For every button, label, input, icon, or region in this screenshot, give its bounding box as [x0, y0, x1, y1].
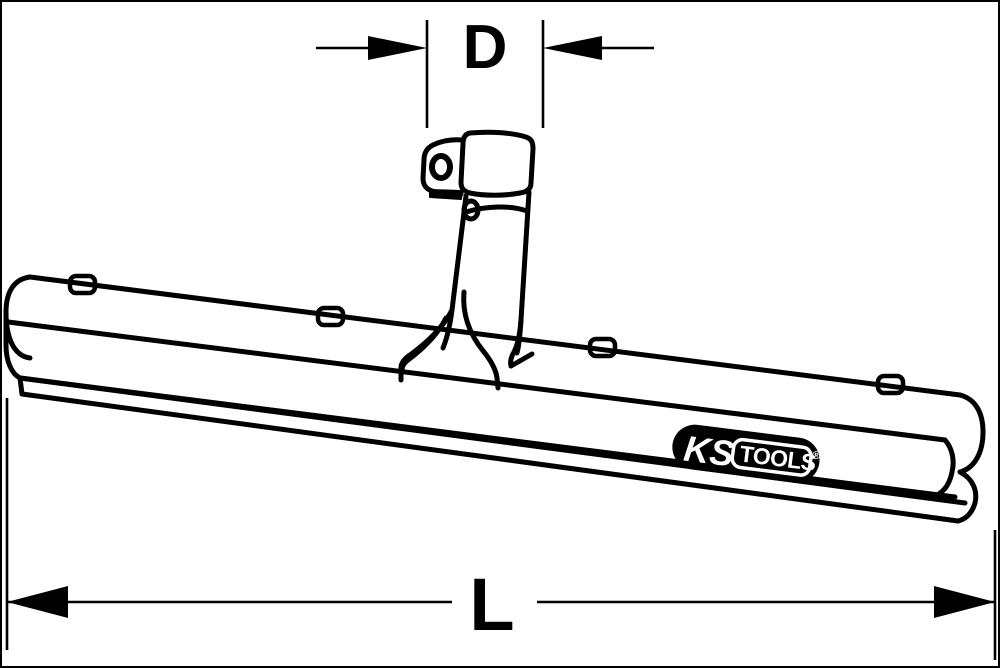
logo-ks-text: KS [682, 427, 737, 474]
blade-clip-1 [67, 273, 98, 296]
blade-left-bottom-connector [17, 375, 25, 397]
logo-tools-box [730, 437, 813, 477]
socket-base-leg-center [461, 289, 500, 381]
l-arrow-right [537, 586, 995, 618]
dimension-d: D [316, 13, 654, 128]
blade-right-cap-lower [955, 469, 979, 524]
socket-base-leg-right [508, 317, 524, 369]
blade-clip-3 [587, 336, 618, 359]
blade-clip-4 [875, 373, 906, 396]
socket-shaft-band [463, 204, 530, 215]
socket-bracket-shadow [429, 189, 463, 200]
socket-foot-right [494, 375, 501, 391]
blade-clips [67, 273, 906, 396]
blade-top-edge [27, 274, 963, 398]
ks-tools-logo: KS TOOLS ® [672, 424, 821, 483]
d-arrow-right [543, 36, 654, 60]
blade-band-edge [5, 319, 948, 443]
logo-registered-mark: ® [811, 449, 821, 462]
dimension-d-label: D [463, 13, 508, 82]
socket-pin-hole [461, 198, 481, 222]
l-arrow-left [7, 586, 452, 618]
logo-badge-background [672, 424, 820, 483]
socket-foot-cross [508, 351, 535, 369]
blade-right-cap-upper [957, 392, 986, 475]
d-arrow-left [316, 36, 427, 60]
blade-lower-front [17, 375, 968, 506]
socket-collar [458, 129, 536, 198]
blade-bottom-face [19, 391, 961, 524]
dimension-l-label: L [469, 563, 514, 646]
socket-eyelet-hole [429, 153, 453, 181]
blade-right-cap-inner [937, 437, 956, 496]
squeegee-blade [3, 274, 986, 524]
blade-clip-2 [315, 305, 346, 328]
handle-socket [398, 129, 536, 391]
dimension-l: L [5, 398, 997, 660]
blade-left-edge [3, 309, 23, 381]
product-illustration [3, 129, 986, 524]
